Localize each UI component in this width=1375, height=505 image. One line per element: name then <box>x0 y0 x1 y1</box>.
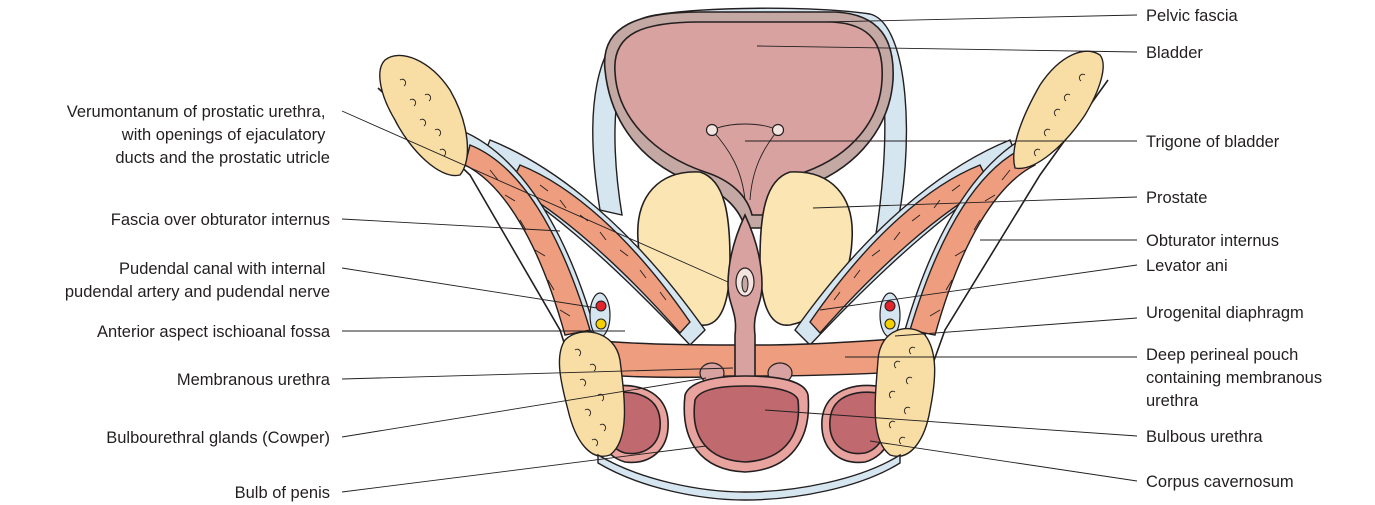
label-corpus-cavernosum: Corpus cavernosum <box>1146 473 1294 491</box>
ischiopubic-ramus-left <box>559 332 624 456</box>
pudendal-artery-left <box>596 301 606 311</box>
labels-right: Pelvic fascia Bladder Trigone of bladder… <box>1146 7 1327 491</box>
label-bulbous-urethra: Bulbous urethra <box>1146 428 1263 446</box>
label-pudendal-canal: Pudendal canal with internal pudendal ar… <box>65 260 330 301</box>
label-fascia-over-obturator-internus: Fascia over obturator internus <box>111 211 330 229</box>
ilium-right <box>1014 51 1103 168</box>
bulb-of-penis-shape <box>684 376 808 472</box>
label-anterior-ischioanal-fossa: Anterior aspect ischioanal fossa <box>97 323 331 341</box>
label-obturator-internus: Obturator internus <box>1146 232 1279 250</box>
labels-left: Verumontanum of prostatic urethra, with … <box>65 103 331 502</box>
pudendal-artery-right <box>885 301 895 311</box>
label-bulbourethral-glands: Bulbourethral glands (Cowper) <box>106 429 330 447</box>
label-deep-perineal-pouch: Deep perineal pouch containing membranou… <box>1146 346 1327 410</box>
ischiopubic-ramus-right <box>875 329 935 457</box>
label-bladder: Bladder <box>1146 44 1203 62</box>
label-membranous-urethra: Membranous urethra <box>177 371 331 389</box>
label-urogenital-diaphragm: Urogenital diaphragm <box>1146 304 1304 322</box>
pudendal-nerve-left <box>596 319 606 329</box>
pudendal-nerve-right <box>885 319 895 329</box>
pudendal-canal-left <box>590 293 610 337</box>
label-levator-ani: Levator ani <box>1146 257 1228 275</box>
label-prostate: Prostate <box>1146 189 1207 207</box>
ilium-left <box>380 55 468 175</box>
label-verumontanum: Verumontanum of prostatic urethra, with … <box>67 103 330 167</box>
label-bulb-of-penis: Bulb of penis <box>235 484 330 502</box>
label-trigone-of-bladder: Trigone of bladder <box>1146 133 1280 151</box>
label-pelvic-fascia: Pelvic fascia <box>1146 7 1239 25</box>
